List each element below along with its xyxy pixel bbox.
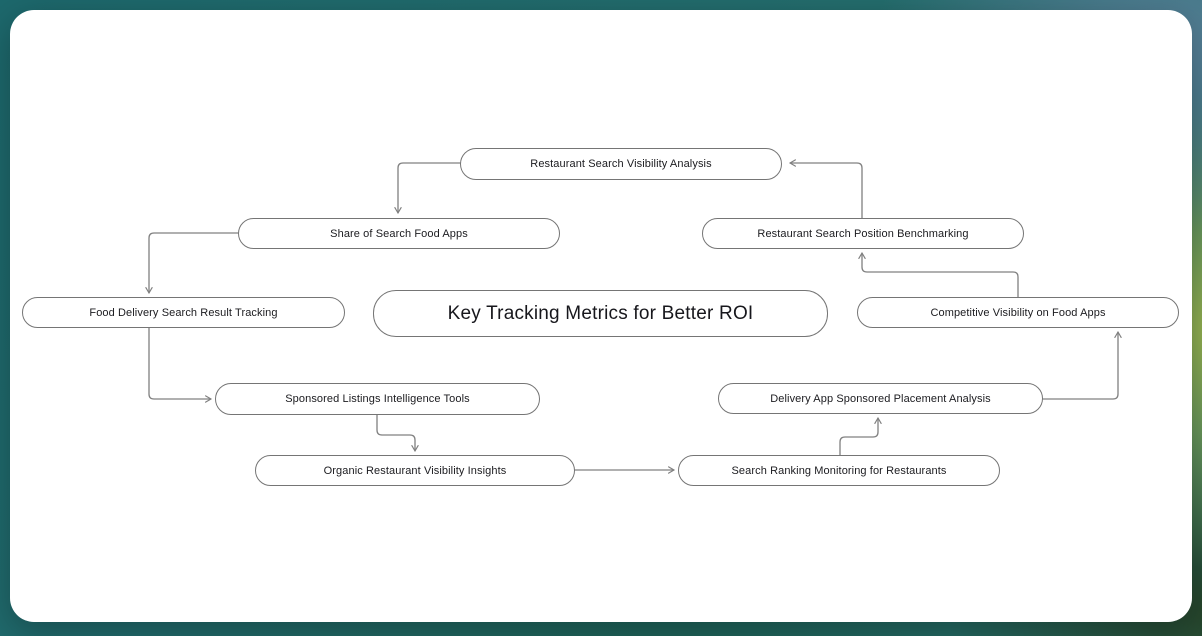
node-restaurant-search-position-benchmarking: Restaurant Search Position Benchmarking [702,218,1024,249]
node-competitive-visibility-on-food-apps: Competitive Visibility on Food Apps [857,297,1179,328]
node-search-ranking-monitoring-for-restaurants: Search Ranking Monitoring for Restaurant… [678,455,1000,486]
node-restaurant-search-visibility-analysis: Restaurant Search Visibility Analysis [460,148,782,180]
diagram-title: Key Tracking Metrics for Better ROI [373,290,828,337]
node-share-of-search-food-apps: Share of Search Food Apps [238,218,560,249]
node-food-delivery-search-result-tracking: Food Delivery Search Result Tracking [22,297,345,328]
node-organic-restaurant-visibility-insights: Organic Restaurant Visibility Insights [255,455,575,486]
node-sponsored-listings-intelligence-tools: Sponsored Listings Intelligence Tools [215,383,540,415]
node-delivery-app-sponsored-placement-analysis: Delivery App Sponsored Placement Analysi… [718,383,1043,414]
